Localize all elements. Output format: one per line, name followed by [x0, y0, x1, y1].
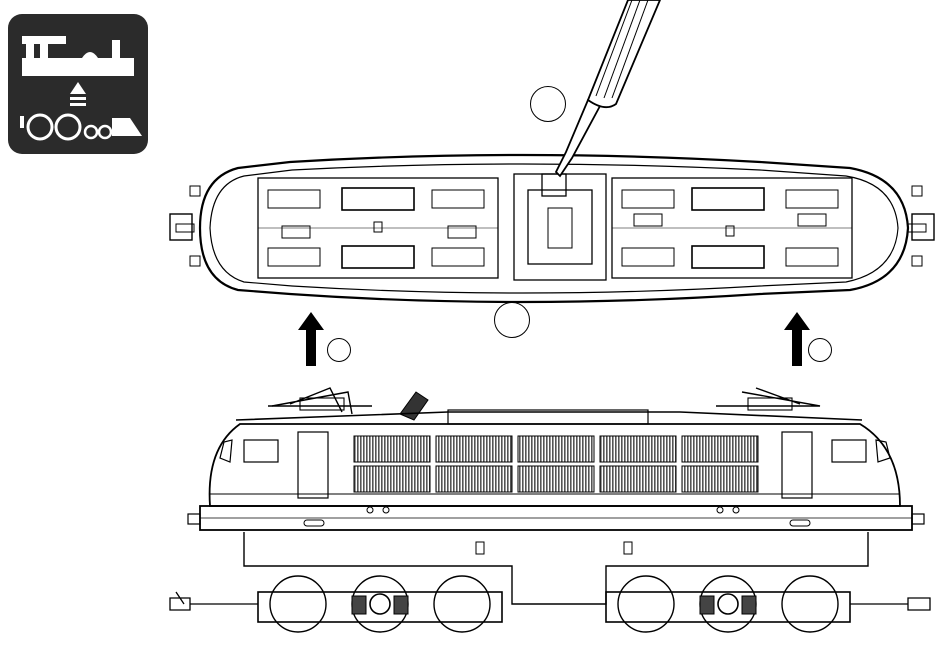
screwdriver — [556, 0, 660, 176]
lift-arrow-left — [298, 312, 324, 366]
lift-arrow-right — [784, 312, 810, 366]
chassis-top-view — [170, 155, 934, 302]
lift-right-callout — [808, 338, 832, 362]
locomotive-side-view — [170, 388, 930, 632]
screwdriver-callout — [530, 86, 566, 122]
bottom-edge-callout — [494, 302, 530, 338]
lift-left-callout — [327, 338, 351, 362]
